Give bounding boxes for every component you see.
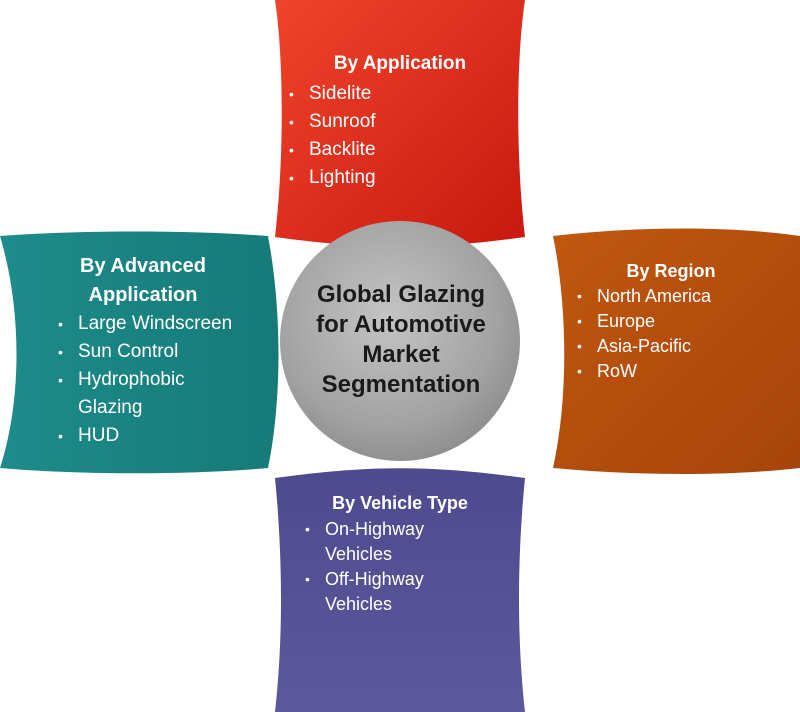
vehicle-item: • Off-Highway Vehicles — [305, 567, 450, 617]
advanced-title-line: By Advanced — [80, 255, 206, 277]
bullet-icon: • — [577, 363, 582, 379]
advanced-application-panel — [0, 231, 279, 474]
vehicle-item-label: Off-Highway Vehicles — [325, 569, 424, 614]
advanced-item: • Sun Control — [58, 338, 258, 366]
advanced-title-line: Application — [88, 284, 198, 306]
bullet-icon: • — [58, 316, 63, 332]
application-item-label: Lighting — [309, 167, 376, 188]
bullet-icon: • — [305, 521, 310, 537]
center-title-line: Global Glazing — [316, 281, 485, 308]
region-item: • North America — [577, 284, 786, 309]
bullet-icon: • — [577, 288, 582, 304]
region-item: • RoW — [577, 359, 786, 384]
region-title: By Region — [626, 261, 716, 281]
bullet-icon: • — [58, 372, 63, 388]
application-panel — [275, 0, 525, 247]
advanced-item: • Hydrophobic Glazing — [58, 366, 218, 422]
application-title: By Application — [333, 53, 467, 74]
center-title: Global Glazing for Automotive Market Seg… — [285, 280, 517, 400]
center-title-line: for Automotive — [316, 311, 486, 338]
advanced-item-label: Large Windscreen — [78, 313, 233, 334]
bullet-icon: • — [289, 142, 294, 158]
advanced-item-label: Sun Control — [78, 341, 179, 362]
advanced-application-text: By Advanced Application • Large Windscree… — [38, 252, 268, 450]
application-item: • Sidelite — [289, 80, 510, 108]
bullet-icon: • — [577, 313, 582, 329]
region-panel — [553, 228, 800, 474]
advanced-item: • Large Windscreen — [58, 310, 258, 338]
advanced-application-title: By Advanced Application — [38, 252, 248, 310]
application-item-label: Sidelite — [309, 83, 372, 104]
application-item: • Backlite — [289, 136, 510, 164]
application-text: By Application • Sidelite • Sunroof • Backl… — [289, 52, 510, 192]
bullet-icon: • — [577, 338, 582, 354]
advanced-item-label: Hydrophobic Glazing — [78, 369, 185, 418]
bullet-icon: • — [305, 571, 310, 587]
application-item-label: Sunroof — [309, 111, 376, 132]
bullet-icon: • — [58, 428, 63, 444]
region-item-label: North America — [597, 286, 712, 306]
vehicle-item-label: On-Highway Vehicles — [325, 519, 425, 564]
vehicle-type-panel — [275, 468, 525, 712]
region-item-label: Asia-Pacific — [597, 336, 692, 356]
application-item-label: Backlite — [309, 139, 376, 160]
vehicle-type-text: By Vehicle Type • On-Highway Vehicles • Of… — [290, 492, 510, 617]
application-item: • Sunroof — [289, 108, 510, 136]
region-item: • Europe — [577, 309, 786, 334]
bullet-icon: • — [289, 86, 294, 102]
bullet-icon: • — [289, 114, 294, 130]
bullet-icon: • — [58, 344, 63, 360]
region-item-label: Europe — [597, 311, 656, 331]
application-item: • Lighting — [289, 164, 510, 192]
vehicle-type-title: By Vehicle Type — [332, 493, 468, 513]
advanced-item: • HUD — [58, 422, 258, 450]
bullet-icon: • — [289, 170, 294, 186]
center-circle — [280, 221, 520, 461]
advanced-item-label: HUD — [78, 425, 120, 446]
center-title-line: Market — [362, 341, 440, 368]
region-text: By Region • North America • Europe • Asia-P… — [576, 260, 786, 384]
region-item: • Asia-Pacific — [577, 334, 786, 359]
center-title-line: Segmentation — [321, 371, 481, 398]
vehicle-item: • On-Highway Vehicles — [305, 517, 450, 567]
region-item-label: RoW — [597, 361, 637, 381]
